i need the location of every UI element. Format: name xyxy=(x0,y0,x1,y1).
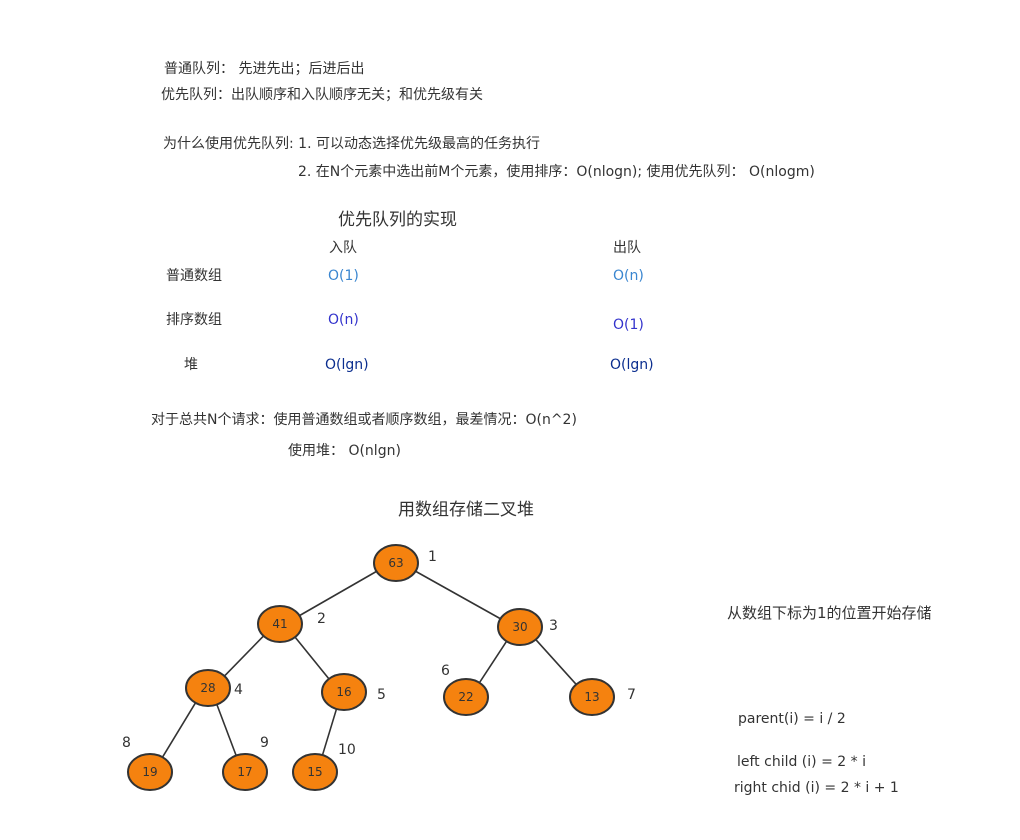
heap-node-value: 17 xyxy=(237,765,252,779)
heap-title: 用数组存储二叉堆 xyxy=(398,500,534,520)
header-enqueue: 入队 xyxy=(329,240,357,256)
heap-node-6: 22 6 xyxy=(441,663,489,716)
row-enqueue-normal-array: O(1) xyxy=(328,268,359,284)
heap-node-1: 63 1 xyxy=(373,544,437,582)
heap-node-circle xyxy=(443,678,489,716)
heap-node-value: 15 xyxy=(307,765,322,779)
row-name-normal-array: 普通数组 xyxy=(166,268,222,284)
heap-node-circle xyxy=(127,753,173,791)
heap-node-2: 41 2 xyxy=(257,605,326,643)
row-name-sorted-array: 排序数组 xyxy=(166,312,222,328)
tree-edge-4-9 xyxy=(216,704,237,756)
heap-node-circle xyxy=(292,753,338,791)
tree-edge-5-10 xyxy=(321,708,338,756)
row-enqueue-sorted-array: O(n) xyxy=(328,312,359,328)
right-child-formula: right chid (i) = 2 * i + 1 xyxy=(734,780,899,796)
heap-node-value: 30 xyxy=(512,620,527,634)
row-dequeue-heap: O(lgn) xyxy=(610,357,654,373)
row-name-heap: 堆 xyxy=(184,357,198,373)
heap-node-index: 9 xyxy=(260,735,269,751)
heap-node-value: 19 xyxy=(142,765,157,779)
heap-node-value: 28 xyxy=(200,681,215,695)
heap-node-circle xyxy=(185,669,231,707)
heap-node-value: 63 xyxy=(388,556,403,570)
heap-node-index: 10 xyxy=(338,742,356,758)
why-priority-queue-2: 2. 在N个元素中选出前M个元素，使用排序：O(nlogn); 使用优先队列： … xyxy=(298,164,815,180)
heap-node-circle xyxy=(497,608,543,646)
tree-edge-3-6 xyxy=(478,640,508,684)
tree-edge-3-7 xyxy=(535,639,577,685)
heap-node-index: 5 xyxy=(377,687,386,703)
heap-node-circle xyxy=(257,605,303,643)
parent-formula: parent(i) = i / 2 xyxy=(738,711,846,727)
heap-node-index: 6 xyxy=(441,663,450,679)
heap-node-index: 1 xyxy=(428,549,437,565)
tree-edge-1-2 xyxy=(299,570,377,617)
heap-node-3: 30 3 xyxy=(497,608,558,646)
heap-node-value: 22 xyxy=(458,690,473,704)
impl-title: 优先队列的实现 xyxy=(338,210,457,230)
why-priority-queue-1: 为什么使用优先队列: 1. 可以动态选择优先级最高的任务执行 xyxy=(163,136,540,152)
heap-node-7: 13 7 xyxy=(569,678,636,716)
heap-node-value: 41 xyxy=(272,617,287,631)
header-dequeue: 出队 xyxy=(613,240,641,256)
heap-node-9: 17 9 xyxy=(222,735,269,791)
n-requests-note: 对于总共N个请求：使用普通数组或者顺序数组，最差情况：O(n^2) xyxy=(151,412,577,428)
row-enqueue-heap: O(lgn) xyxy=(325,357,369,373)
heap-node-index: 8 xyxy=(122,735,131,751)
left-child-formula: left child (i) = 2 * i xyxy=(737,754,866,770)
normal-queue-definition: 普通队列： 先进先出；后进后出 xyxy=(164,61,365,77)
heap-node-5: 16 5 xyxy=(321,673,386,711)
heap-node-index: 7 xyxy=(627,687,636,703)
heap-total-note: 使用堆： O(nlgn) xyxy=(288,443,401,459)
row-dequeue-sorted-array: O(1) xyxy=(613,317,644,333)
heap-node-index: 4 xyxy=(234,682,243,698)
heap-node-8: 19 8 xyxy=(122,735,173,791)
heap-node-index: 3 xyxy=(549,618,558,634)
heap-node-circle xyxy=(321,673,367,711)
tree-edge-1-3 xyxy=(415,570,501,620)
heap-node-index: 2 xyxy=(317,611,326,627)
tree-edge-2-4 xyxy=(223,635,265,677)
heap-node-circle xyxy=(222,753,268,791)
tree-edges xyxy=(161,570,577,758)
heap-node-circle xyxy=(373,544,419,582)
heap-node-value: 16 xyxy=(336,685,351,699)
storage-note: 从数组下标为1的位置开始存储 xyxy=(727,604,932,622)
tree-edge-2-5 xyxy=(294,636,330,680)
heap-node-value: 13 xyxy=(584,690,599,704)
priority-queue-definition: 优先队列：出队顺序和入队顺序无关；和优先级有关 xyxy=(161,87,483,103)
tree-edge-4-8 xyxy=(161,702,197,758)
heap-node-circle xyxy=(569,678,615,716)
row-dequeue-normal-array: O(n) xyxy=(613,268,644,284)
heap-node-4: 28 4 xyxy=(185,669,243,707)
